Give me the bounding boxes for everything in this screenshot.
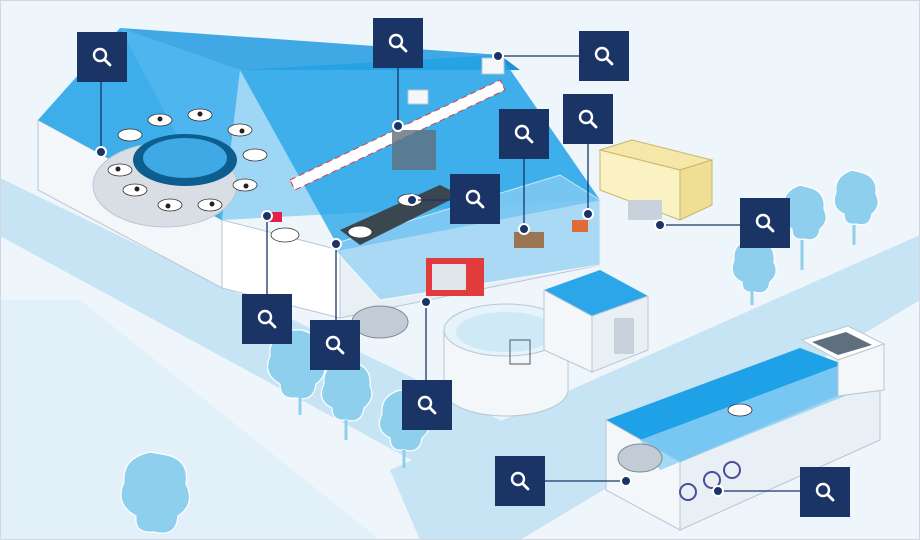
anchor-dot-calf-hutches[interactable] (654, 219, 666, 231)
hotspot-button-barn-entrance[interactable] (310, 320, 360, 370)
anchor-dot-parlour[interactable] (95, 146, 107, 158)
magnifier-icon (509, 470, 531, 492)
hotspot-button-feed-conveyor[interactable] (373, 18, 423, 68)
magnifier-icon (754, 212, 776, 234)
hotspot-button-calf-hutches[interactable] (740, 198, 790, 248)
magnifier-icon (324, 334, 346, 356)
hotspot-button-parlour[interactable] (77, 32, 127, 82)
anchor-dot-control[interactable] (582, 208, 594, 220)
hotspot-button-robot[interactable] (402, 380, 452, 430)
hotspot-button-roof-feeder[interactable] (579, 31, 629, 81)
anchor-dot-calf-box[interactable] (261, 210, 273, 222)
magnifier-icon (593, 45, 615, 67)
magnifier-icon (814, 481, 836, 503)
hotspot-button-office[interactable] (499, 109, 549, 159)
magnifier-icon (91, 46, 113, 68)
magnifier-icon (387, 32, 409, 54)
hotspot-button-milk-tank[interactable] (495, 456, 545, 506)
magnifier-icon (256, 308, 278, 330)
hotspot-button-calf-box[interactable] (242, 294, 292, 344)
anchor-dot-feed-alley[interactable] (406, 194, 418, 206)
anchor-dot-feed-conveyor[interactable] (392, 120, 404, 132)
anchor-dot-barn-entrance[interactable] (330, 238, 342, 250)
hotspot-button-control[interactable] (563, 94, 613, 144)
anchor-dot-roof-feeder[interactable] (492, 50, 504, 62)
hotspot-button-feed-alley[interactable] (450, 174, 500, 224)
magnifier-icon (577, 108, 599, 130)
magnifier-icon (513, 123, 535, 145)
anchor-dot-milk-tank[interactable] (620, 475, 632, 487)
anchor-dot-office[interactable] (518, 223, 530, 235)
magnifier-icon (416, 394, 438, 416)
anchor-dot-milk-equipment[interactable] (712, 485, 724, 497)
anchor-dot-robot[interactable] (420, 296, 432, 308)
magnifier-icon (464, 188, 486, 210)
hotspot-button-milk-equipment[interactable] (800, 467, 850, 517)
